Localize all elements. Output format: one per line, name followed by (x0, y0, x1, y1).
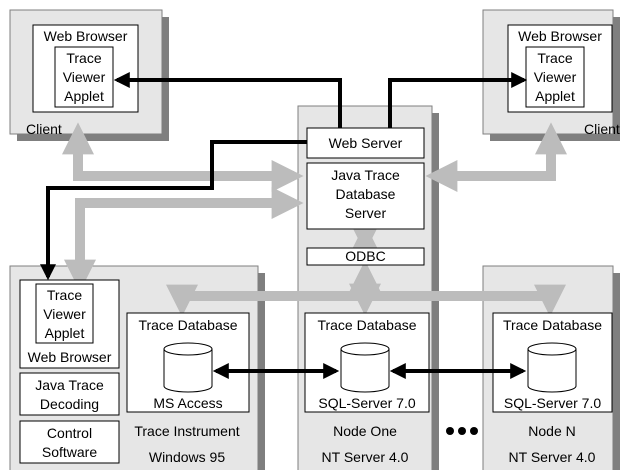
instrument-db-engine: MS Access (153, 395, 222, 411)
instrument-os-label: Windows 95 (149, 449, 225, 465)
instrument-db-title: Trace Database (138, 317, 237, 333)
client-left-applet-line-1: Trace (66, 50, 101, 66)
decoding-box (19, 372, 120, 416)
node-n-db-cylinder-icon (527, 342, 577, 393)
java-server-line-2: Database (336, 186, 396, 202)
instrument-node-label: Trace Instrument (134, 423, 239, 439)
client-right-browser-label: Web Browser (518, 28, 602, 44)
client-left-to-java-server-arrow (61, 122, 304, 193)
instrument-applet-line-3: Applet (45, 325, 85, 341)
server-node-label: Node One (333, 423, 397, 439)
instrument-applet-line-2: Viewer (43, 306, 86, 322)
node-n-label: Node N (528, 423, 575, 439)
java-server-line-1: Java Trace (331, 167, 400, 183)
instrument-applet-line-1: Trace (47, 287, 82, 303)
gray-arrows (61, 122, 568, 317)
client-left-label: Client (26, 121, 62, 137)
instrument-browser-label: Web Browser (28, 349, 112, 365)
server-db-box (304, 312, 430, 413)
control-line-2: Software (42, 444, 97, 460)
node-n-os-label: NT Server 4.0 (509, 449, 596, 465)
control-line-1: Control (47, 425, 92, 441)
decoding-line-2: Decoding (40, 396, 99, 412)
server-db-title: Trace Database (317, 317, 416, 333)
server-db-cylinder-icon (340, 342, 390, 393)
odbc-label: ODBC (345, 248, 385, 264)
client-left-applet-line-3: Applet (64, 88, 104, 104)
client-right-applet-line-2: Viewer (534, 69, 577, 85)
server-os-label: NT Server 4.0 (322, 449, 409, 465)
client-right-applet-box (525, 46, 585, 108)
web-server-to-client-right-arrow (388, 72, 528, 128)
black-arrows (40, 72, 528, 379)
java-trace-database-server-box (306, 162, 425, 230)
odbc-box (306, 247, 425, 266)
instrument-to-java-server-arrow (63, 186, 304, 292)
client-right-label: Client (584, 121, 620, 137)
decoding-line-1: Java Trace (35, 377, 104, 393)
client-right-applet-line-3: Applet (535, 88, 575, 104)
more-nodes-ellipsis-icon (446, 427, 478, 435)
client-left-applet-box (54, 46, 114, 108)
instrument-db-cylinder-icon (163, 342, 213, 393)
server-db-engine: SQL-Server 7.0 (318, 395, 415, 411)
client-right-to-java-server-arrow (425, 122, 568, 193)
client-right-applet-line-1: Trace (537, 50, 572, 66)
client-left-applet-line-2: Viewer (63, 69, 106, 85)
web-server-to-instrument-arrow (40, 140, 307, 281)
web-server-to-client-left-arrow (113, 72, 342, 128)
node-n-db-title: Trace Database (503, 317, 602, 333)
java-server-line-3: Server (345, 205, 387, 221)
client-left-browser-label: Web Browser (44, 28, 128, 44)
node-n-db-engine: SQL-Server 7.0 (504, 395, 601, 411)
control-software-box (19, 420, 120, 464)
instrument-applet-box (35, 283, 94, 344)
web-server-label: Web Server (329, 135, 403, 151)
